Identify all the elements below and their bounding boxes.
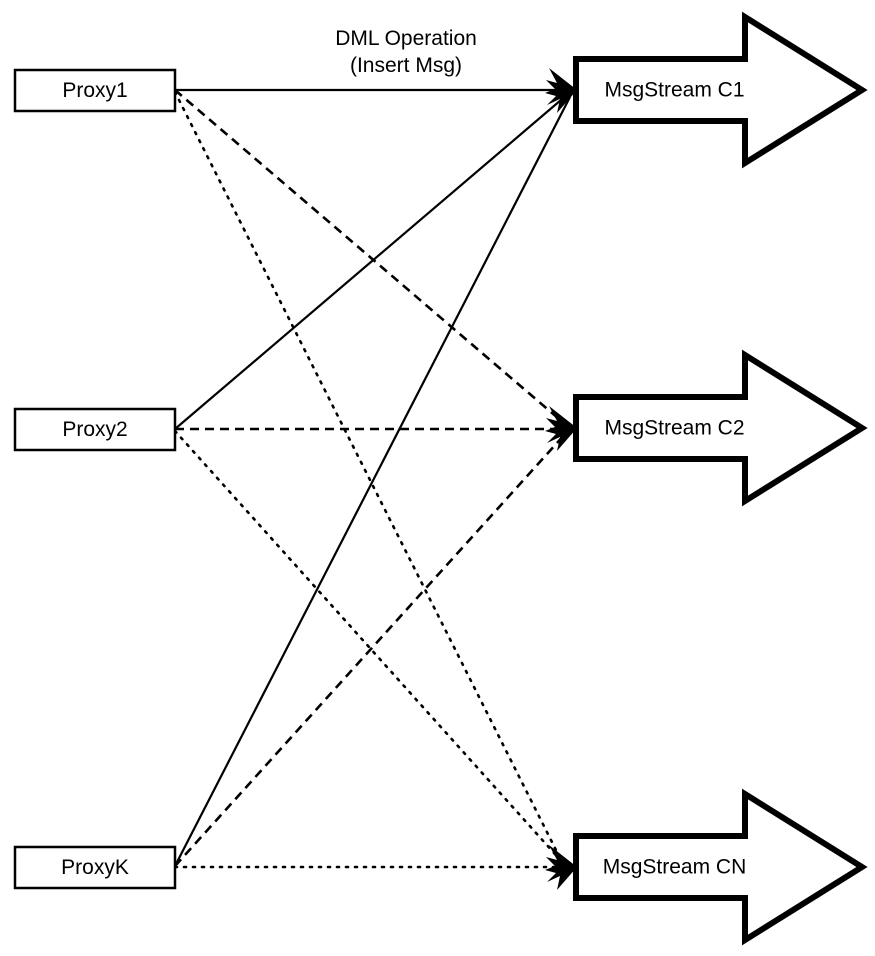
msgstream-c2[interactable]: MsgStream C2 xyxy=(573,349,868,507)
stream-layer: MsgStream C1 MsgStream C2 MsgStream CN xyxy=(573,11,868,946)
edge-caption-line1: DML Operation xyxy=(335,27,477,50)
msgstream-c2-label: MsgStream C2 xyxy=(604,417,744,440)
proxy-layer: Proxy1 Proxy2 ProxyK xyxy=(13,68,177,890)
link-proxy1-to-msgstream-cn xyxy=(173,90,565,866)
link-proxy2-to-msgstream-c1 xyxy=(174,93,569,430)
proxyk-box xyxy=(13,845,177,890)
link-layer xyxy=(173,88,571,869)
link-proxyk-to-msgstream-c2 xyxy=(174,432,567,867)
link-proxyk-to-msgstream-c1 xyxy=(174,96,571,867)
msgstream-c1[interactable]: MsgStream C1 xyxy=(573,11,868,169)
arrowhead-layer xyxy=(545,68,577,890)
proxy-node-proxyk[interactable]: ProxyK xyxy=(13,845,177,890)
block-arrow-icon-c1 xyxy=(573,11,868,169)
proxy1-box xyxy=(13,68,177,113)
proxy2-label: Proxy2 xyxy=(62,418,127,441)
msgstream-cn[interactable]: MsgStream CN xyxy=(573,788,868,946)
block-arrow-icon-c2 xyxy=(573,349,868,507)
proxy1-label: Proxy1 xyxy=(62,79,127,102)
proxy2-box xyxy=(13,407,177,452)
edge-caption: DML Operation (Insert Msg) xyxy=(335,27,477,77)
link-proxy1-to-msgstream-c2 xyxy=(174,89,567,426)
arrowhead-icon-msgstream-c2 xyxy=(545,406,577,451)
msgstream-cn-label: MsgStream CN xyxy=(603,856,747,879)
proxyk-label: ProxyK xyxy=(61,856,129,879)
link-proxy2-to-msgstream-cn xyxy=(173,429,565,865)
msgstream-c1-label: MsgStream C1 xyxy=(604,79,744,102)
edge-caption-line2: (Insert Msg) xyxy=(350,54,462,77)
proxy-node-proxy2[interactable]: Proxy2 xyxy=(13,407,177,452)
block-arrow-icon-cn xyxy=(573,788,868,946)
proxy-node-proxy1[interactable]: Proxy1 xyxy=(13,68,177,113)
arrowhead-icon-msgstream-cn xyxy=(545,845,577,890)
arrowhead-icon-msgstream-c1 xyxy=(545,68,577,113)
